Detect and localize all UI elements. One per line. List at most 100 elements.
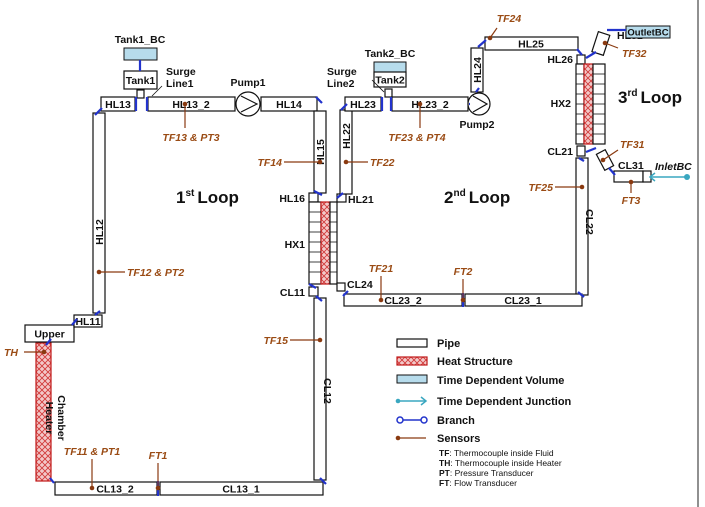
legend-branch-dot-right <box>420 416 428 424</box>
hl12-pipe <box>92 112 106 314</box>
inlet-bc-dot <box>684 174 690 180</box>
legend-pipe-swatch <box>396 338 428 348</box>
hl23-label: HL23 <box>350 99 376 111</box>
legend-sensors-dot <box>395 435 401 441</box>
ft2-label: FT2 <box>454 266 473 278</box>
cl12-label: CL12 <box>321 378 333 404</box>
legend: Pipe Heat Structure Time Dependent Volum… <box>395 338 572 488</box>
hx2-label: HX2 <box>551 98 572 110</box>
tank2-bc-volume <box>373 61 407 73</box>
tf14-label: TF14 <box>257 157 282 169</box>
th-label: TH <box>4 347 18 359</box>
hl25-pipe <box>484 36 579 51</box>
legend-note-pt: PT: Pressure Transducer <box>439 468 534 478</box>
heater-chamber <box>35 342 52 482</box>
cl23-2-label: CL23_2 <box>384 295 422 307</box>
hl22-label: HL22 <box>341 123 353 149</box>
cl22-label: CL22 <box>583 209 595 235</box>
surge-line1-label-1: Surge <box>166 66 196 78</box>
hx1-label: HX1 <box>285 239 306 251</box>
tf31-label: TF31 <box>620 139 645 151</box>
legend-note-ft: FT: Flow Transducer <box>439 478 517 488</box>
hl11-label: HL11 <box>75 316 100 328</box>
legend-pipe-label: Pipe <box>437 338 460 350</box>
hl26-pipe <box>576 54 586 65</box>
inlet-bc-arrow <box>648 172 656 182</box>
legend-tdj-label: Time Dependent Junction <box>437 396 572 408</box>
legend-heat-structure-label: Heat Structure <box>437 356 513 368</box>
hx1-heat-structure <box>320 201 331 285</box>
tank1-bc-label: Tank1_BC <box>115 34 166 46</box>
hx2-cell-lines <box>576 73 605 135</box>
legend-sensors-label: Sensors <box>437 433 480 445</box>
hl16-label: HL16 <box>279 193 305 205</box>
hl14-label: HL14 <box>276 99 302 111</box>
cl11-label: CL11 <box>280 287 305 299</box>
tf12-pt2-label: TF12 & PT2 <box>127 267 184 279</box>
hx1-cell-lines <box>309 211 337 273</box>
legend-tdj-dot <box>395 398 401 404</box>
surge-line2-pipe <box>384 88 393 98</box>
legend-note-th: TH: Thermocouple inside Heater <box>439 458 562 468</box>
tank2-bc-label: Tank2_BC <box>365 48 416 60</box>
surge-line1-leader <box>151 85 163 97</box>
tf24-label: TF24 <box>497 13 522 25</box>
cl24-label: CL24 <box>347 279 373 291</box>
tf23-pt4-label: TF23 & PT4 <box>388 132 445 144</box>
pump2-icon <box>467 92 491 116</box>
tf11-pt1-label: TF11 & PT1 <box>64 446 121 458</box>
hl22-pipe <box>339 109 353 195</box>
tf15-label: TF15 <box>263 335 288 347</box>
tank1-bc-volume <box>123 47 158 61</box>
hl23-2-label: HL23_2 <box>411 99 449 111</box>
cl23-1-label: CL23_1 <box>504 295 542 307</box>
hl14-pipe <box>260 96 318 112</box>
pump1-icon <box>235 91 261 117</box>
tank2-label: Tank2 <box>375 75 405 87</box>
cl11-pipe <box>308 286 319 297</box>
legend-note-tf: TF: Thermocouple inside Fluid <box>439 448 554 458</box>
pump1-symbol <box>240 95 259 113</box>
hl13-label: HL13 <box>105 99 131 111</box>
cl31-pipe <box>613 170 644 183</box>
hl31-pipe <box>591 30 611 57</box>
tf32-label: TF32 <box>622 48 647 60</box>
tf25-label: TF25 <box>528 182 553 194</box>
surge-line1-label-2: Line1 <box>166 78 194 90</box>
cl13-1-label: CL13_1 <box>222 484 260 496</box>
surge-line2-label-1: Surge <box>327 66 357 78</box>
outlet-bc-volume <box>625 25 671 39</box>
hl13-2-label: HL13_2 <box>172 99 210 111</box>
pump2-symbol <box>472 95 489 113</box>
hl16-pipe <box>308 192 319 203</box>
hl12-label: HL12 <box>94 219 106 245</box>
hl25-label: HL25 <box>518 39 544 51</box>
legend-branch-dot-left <box>396 416 404 424</box>
heater-chamber-label-2: Chamber <box>55 395 67 441</box>
heater-chamber-label-1: Heater <box>43 402 55 435</box>
hl26-label: HL26 <box>547 54 573 66</box>
legend-heat-structure-swatch <box>396 356 428 366</box>
ft3-label: FT3 <box>622 195 641 207</box>
tf13-pt3-label: TF13 & PT3 <box>162 132 219 144</box>
tank1-label: Tank1 <box>126 75 156 87</box>
legend-branch-label: Branch <box>437 415 475 427</box>
sensor-marks <box>24 27 634 491</box>
tf22-label: TF22 <box>370 157 395 169</box>
ft1-label: FT1 <box>149 450 168 462</box>
upper-label: Upper <box>34 329 64 341</box>
hl21-label: HL21 <box>348 194 374 206</box>
hx1-secondary-pipe <box>329 201 338 285</box>
hl24-label: HL24 <box>472 57 484 83</box>
cl13-2-label: CL13_2 <box>96 484 134 496</box>
surge-line2-label-2: Line2 <box>327 78 355 90</box>
outlet-bc-label: OutletBC <box>627 28 668 39</box>
hl15-label: HL15 <box>315 139 327 165</box>
surge-line1-pipe <box>136 89 145 99</box>
hx2-heat-structure <box>583 63 594 145</box>
pump2-label: Pump2 <box>459 119 494 131</box>
cl24-pipe <box>336 282 346 292</box>
